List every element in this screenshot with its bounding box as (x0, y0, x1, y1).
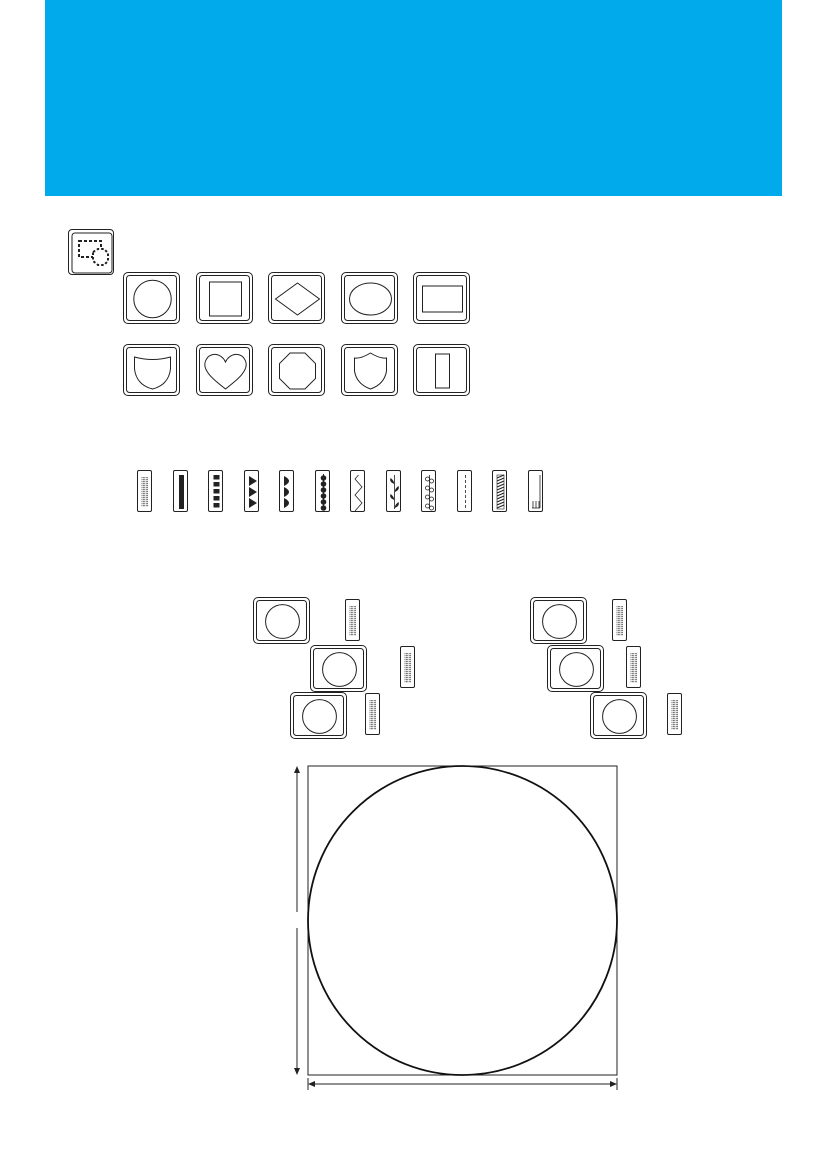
combination-circle-key (547, 645, 604, 692)
triangle-stitch-key[interactable] (244, 470, 259, 512)
dot-chain-stitch-key[interactable] (315, 470, 330, 512)
rope-stitch-key[interactable] (492, 470, 507, 512)
header-banner (45, 0, 782, 196)
satin-stitch-icon (627, 647, 642, 689)
thick-line-stitch-icon (174, 471, 189, 513)
triangle-stitch-icon (245, 471, 260, 513)
diagram-circle (308, 766, 617, 1075)
octagon-shape-key[interactable] (268, 344, 325, 396)
diamond-shape-key[interactable] (268, 272, 325, 324)
satin-stitch-icon (401, 647, 416, 689)
loop-stitch-icon (422, 471, 437, 513)
comb-stitch-icon (529, 471, 544, 513)
dot-chain-stitch-icon (316, 471, 331, 513)
oval-shape-key[interactable] (341, 272, 398, 324)
zigzag-stitch-icon (351, 471, 366, 513)
combination-satin-stitch-key (667, 693, 682, 735)
combination-circle-key (290, 692, 347, 739)
heart-shape-key[interactable] (196, 344, 253, 396)
leaf-stitch-key[interactable] (386, 470, 401, 512)
running-stitch-icon (458, 471, 473, 513)
scallop-stitch-key[interactable] (279, 470, 294, 512)
crest-shape-key[interactable] (341, 344, 398, 396)
thick-line-stitch-key[interactable] (173, 470, 188, 512)
diagram-bounding-square (308, 766, 617, 1075)
oval-shape-icon (342, 273, 399, 325)
combination-satin-stitch-key (612, 599, 627, 641)
circle-shape-icon (531, 598, 588, 645)
combination-circle-key (530, 597, 587, 644)
rectangle-shape-icon (414, 273, 471, 325)
satin-stitch-icon (668, 694, 683, 736)
satin-stitch-icon (366, 694, 381, 736)
circle-shape-key[interactable] (123, 272, 180, 324)
combination-circle-key (590, 692, 647, 739)
combination-circle-key (253, 597, 310, 644)
tall-rectangle-shape-icon (414, 345, 471, 397)
crest-shape-icon (342, 345, 399, 397)
height-dimension-arrow (294, 766, 300, 1075)
dashed-stitch-key[interactable] (208, 470, 223, 512)
heart-shape-icon (197, 345, 254, 397)
leaf-stitch-icon (387, 471, 402, 513)
square-shape-key[interactable] (196, 272, 253, 324)
frame-pattern-mode-icon[interactable] (68, 229, 114, 275)
comb-stitch-key[interactable] (528, 470, 543, 512)
combination-circle-key (310, 645, 367, 692)
rope-stitch-icon (493, 471, 508, 513)
zigzag-stitch-key[interactable] (350, 470, 365, 512)
running-stitch-key[interactable] (457, 470, 472, 512)
combination-satin-stitch-key (365, 693, 380, 735)
dashed-stitch-icon (209, 471, 224, 513)
circle-shape-icon (254, 598, 311, 645)
width-dimension-arrow (308, 1078, 617, 1090)
scallop-stitch-icon (280, 471, 295, 513)
combination-satin-stitch-key (626, 646, 641, 688)
loop-stitch-key[interactable] (421, 470, 436, 512)
circle-shape-icon (291, 693, 348, 740)
tall-rectangle-shape-key[interactable] (413, 344, 470, 396)
satin-stitch-icon (613, 600, 628, 642)
circle-shape-icon (124, 273, 181, 325)
circle-frame-diagram (290, 760, 625, 1100)
satin-stitch-icon (138, 471, 153, 513)
circle-shape-icon (311, 646, 368, 693)
combination-satin-stitch-key (400, 646, 415, 688)
satin-stitch-icon (346, 600, 361, 642)
shield-shape-icon (124, 345, 181, 397)
shield-shape-key[interactable] (123, 344, 180, 396)
octagon-shape-icon (269, 345, 326, 397)
combination-satin-stitch-key (345, 599, 360, 641)
diamond-shape-icon (269, 273, 326, 325)
satin-stitch-key[interactable] (137, 470, 152, 512)
circle-shape-icon (548, 646, 605, 693)
circle-shape-icon (591, 693, 648, 740)
rectangle-shape-key[interactable] (413, 272, 470, 324)
square-shape-icon (197, 273, 254, 325)
